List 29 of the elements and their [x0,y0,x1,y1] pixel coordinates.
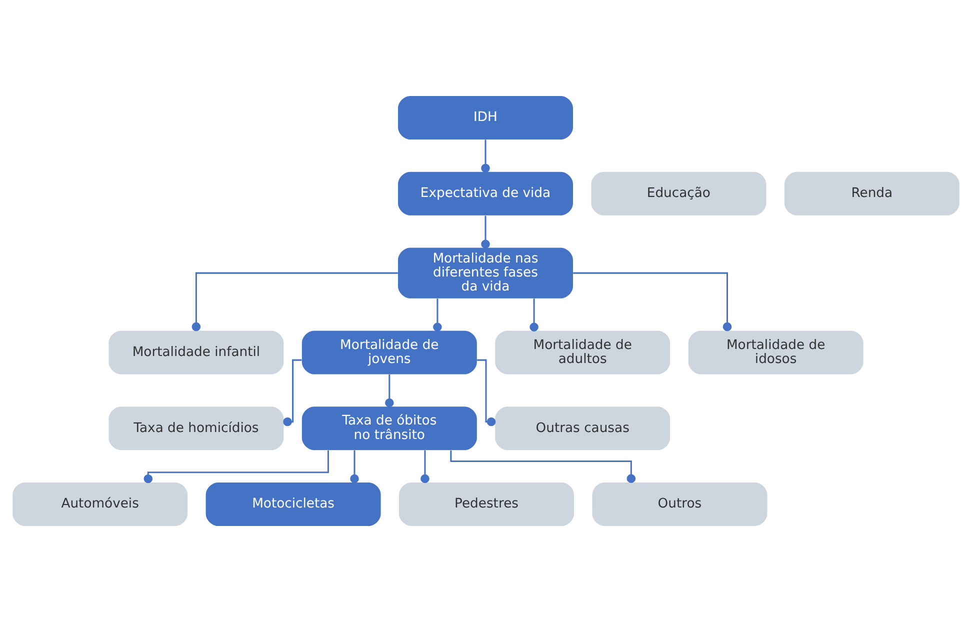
node-box: Renda [784,172,960,216]
node-box: Pedestres [399,482,574,526]
node-box: Mortalidade de jovens [302,330,477,374]
node-box: Expectativa de vida [398,172,573,216]
node-box: Taxa de óbitos no trânsito [302,406,477,450]
node-box: Outros [592,482,768,526]
node-box: Automóveis [12,482,188,526]
connector [385,374,394,408]
node-box: Educação [591,172,766,216]
node-box: Mortalidade de idosos [688,330,864,374]
node-box: Taxa de homicídios [108,406,284,450]
connector [573,272,732,332]
node-box: Mortalidade nas diferentes fases da vida [398,248,573,298]
connector [530,298,538,332]
connector [450,450,636,483]
connector [144,450,329,484]
connector [192,272,398,332]
connector [420,450,430,484]
node-box: IDH [398,96,573,140]
connector [350,450,359,484]
node-box: Motocicletas [206,482,381,526]
connector [477,359,496,426]
connector [481,140,490,173]
connector [433,298,442,332]
node-box: Mortalidade de adultos [495,330,670,374]
connector [481,216,490,248]
node-box: Mortalidade infantil [108,330,284,374]
node-box: Outras causas [495,406,670,450]
connector [283,359,302,426]
